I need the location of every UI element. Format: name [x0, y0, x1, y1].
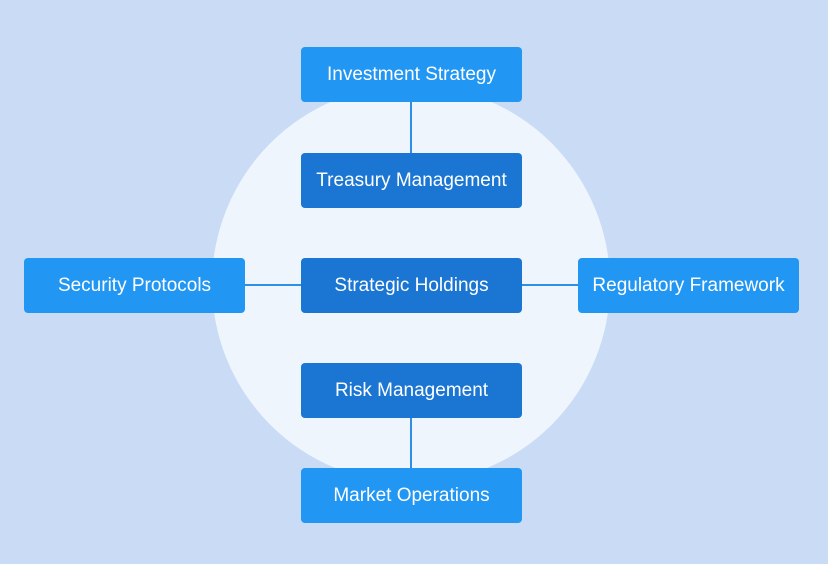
node-label: Treasury Management — [316, 169, 507, 191]
node-label: Strategic Holdings — [334, 274, 489, 296]
node-label: Regulatory Framework — [592, 274, 785, 296]
connector-right — [521, 284, 579, 286]
node-investment-strategy: Investment Strategy — [301, 47, 522, 102]
node-treasury-management: Treasury Management — [301, 153, 522, 208]
node-label: Security Protocols — [57, 274, 212, 296]
node-label: Risk Management — [334, 379, 489, 401]
connector-top — [410, 102, 412, 154]
node-market-operations: Market Operations — [301, 468, 522, 523]
connector-left — [245, 284, 302, 286]
node-regulatory-framework: Regulatory Framework — [578, 258, 799, 313]
node-strategic-holdings: Strategic Holdings — [301, 258, 522, 313]
node-label: Investment Strategy — [327, 63, 496, 85]
node-label: Market Operations — [333, 484, 490, 506]
node-risk-management: Risk Management — [301, 363, 522, 418]
connector-bottom — [410, 417, 412, 469]
node-security-protocols: Security Protocols — [24, 258, 245, 313]
